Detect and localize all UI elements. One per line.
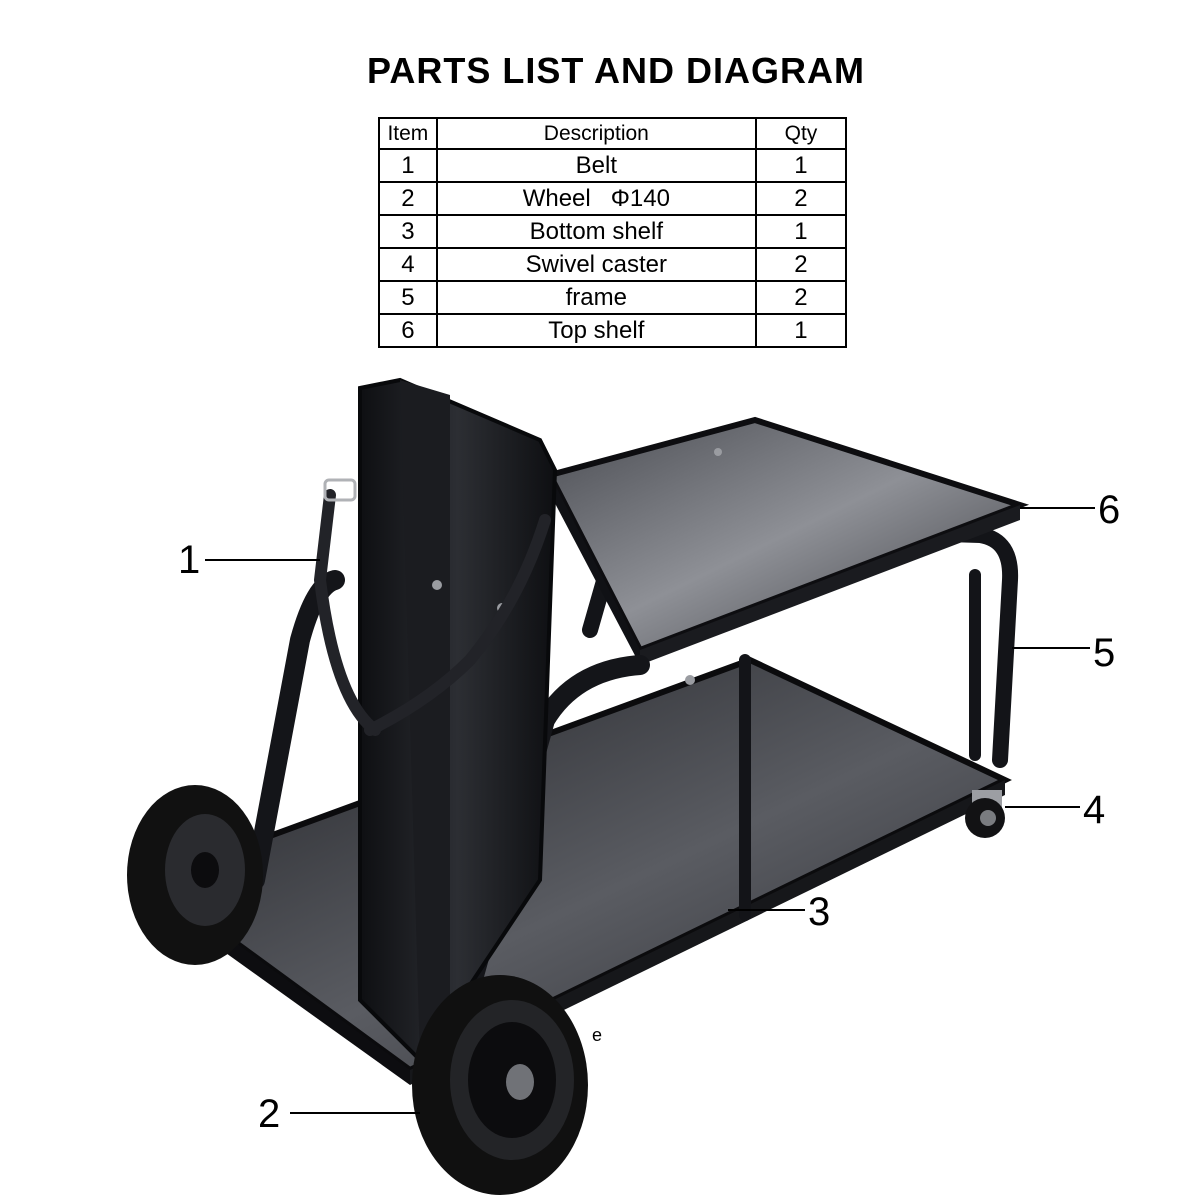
front-wheel — [412, 975, 588, 1195]
table-row: 5 frame 2 — [378, 280, 848, 315]
page-title: PARTS LIST AND DIAGRAM — [367, 50, 865, 91]
callout-lines — [205, 507, 1095, 1114]
table-row: 6 Top shelf 1 — [378, 313, 848, 348]
cell-qty: 1 — [754, 148, 848, 183]
table-row: 2 Wheel Φ140 2 — [378, 181, 848, 216]
header-description: Description — [435, 117, 757, 150]
cell-description: Swivel caster — [435, 247, 757, 282]
cell-description: Bottom shelf — [435, 214, 757, 249]
table-row: 3 Bottom shelf 1 — [378, 214, 848, 249]
top-shelf — [545, 416, 1030, 665]
cell-qty: 2 — [754, 280, 848, 315]
table-header-row: Item Description Qty — [378, 117, 848, 150]
header-item: Item — [378, 117, 438, 150]
tank-holder-panel — [358, 377, 722, 1064]
callout-4: 4 — [1083, 788, 1106, 832]
cell-item: 4 — [378, 247, 438, 282]
callout-6: 6 — [1098, 488, 1121, 532]
swivel-caster — [965, 790, 1005, 838]
cell-qty: 1 — [754, 313, 848, 348]
callout-5: 5 — [1093, 631, 1116, 675]
callout-2: 2 — [258, 1092, 281, 1136]
cell-qty: 2 — [754, 181, 848, 216]
cell-description: Belt — [435, 148, 757, 183]
parts-table: Item Description Qty 1 Belt 1 2 Wheel Φ1… — [378, 117, 848, 348]
rear-wheel — [127, 785, 263, 965]
bottom-shelf — [143, 656, 1012, 1085]
header-qty: Qty — [754, 117, 848, 150]
cell-qty: 1 — [754, 214, 848, 249]
cell-item: 5 — [378, 280, 438, 315]
cell-description: Wheel Φ140 — [435, 181, 757, 216]
callout-3: 3 — [808, 890, 831, 934]
belt — [313, 478, 551, 736]
table-row: 4 Swivel caster 2 — [378, 247, 848, 282]
cell-item: 2 — [378, 181, 438, 216]
cell-qty: 2 — [754, 247, 848, 282]
cell-item: 3 — [378, 214, 438, 249]
cell-description: Top shelf — [435, 313, 757, 348]
stray-mark: e — [592, 1025, 603, 1045]
cell-item: 1 — [378, 148, 438, 183]
table-row: 1 Belt 1 — [378, 148, 848, 183]
callout-1: 1 — [178, 538, 201, 582]
cell-item: 6 — [378, 313, 438, 348]
cell-description: frame — [435, 280, 757, 315]
